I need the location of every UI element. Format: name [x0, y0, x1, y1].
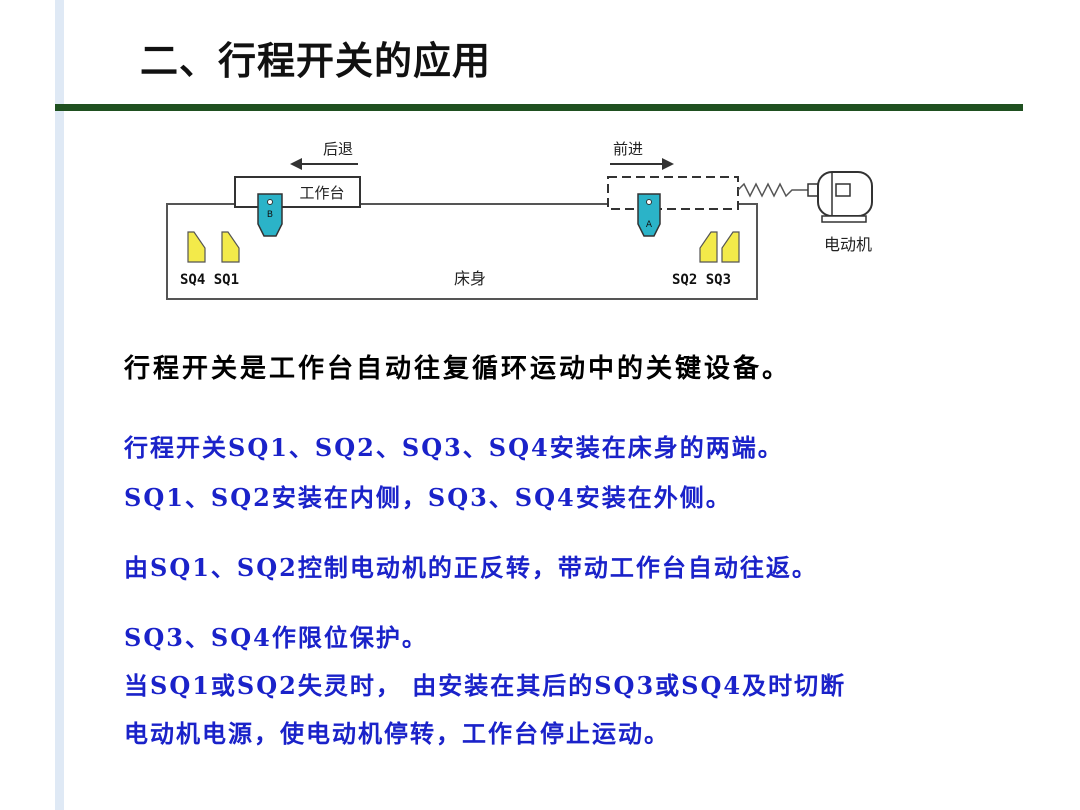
travel-switch-diagram: 工作台 后退 前进 B A SQ4 SQ1 SQ2 SQ3 床身 电动机	[166, 140, 873, 300]
title-underline	[55, 104, 1023, 111]
cam-block-b	[257, 193, 283, 237]
motor-label: 电动机	[824, 235, 872, 254]
text-line-6: 当SQ1或SQ2失灵时， 由安装在其后的SQ3或SQ4及时切断	[124, 671, 847, 700]
cam-block-a	[637, 193, 661, 237]
text-line-4: 由SQ1、SQ2控制电动机的正反转，带动工作台自动往返。	[124, 553, 818, 582]
switch-right-label: SQ2 SQ3	[672, 272, 731, 288]
switch-sq3	[721, 231, 740, 263]
page-title: 二、行程开关的应用	[140, 39, 492, 83]
backward-arrowhead	[290, 158, 302, 170]
switch-sq1	[221, 231, 240, 263]
text-line-1: 行程开关是工作台自动往复循环运动中的关键设备。	[124, 354, 792, 384]
forward-arrowhead	[662, 158, 674, 170]
text-line-7: 电动机电源，使电动机停转，工作台停止运动。	[124, 719, 670, 748]
worktable-left	[234, 176, 361, 208]
cam-a-pin	[646, 199, 652, 205]
switch-sq4	[187, 231, 206, 263]
cam-b-pin	[267, 199, 273, 205]
worktable-label: 工作台	[299, 184, 344, 202]
bed-label: 床身	[454, 269, 486, 288]
switch-sq2	[699, 231, 718, 263]
switch-left-label: SQ4 SQ1	[180, 272, 239, 288]
backward-label: 后退	[323, 140, 353, 158]
text-line-5: SQ3、SQ4作限位保护。	[124, 623, 428, 652]
text-line-3: SQ1、SQ2安装在内侧，SQ3、SQ4安装在外侧。	[124, 483, 732, 512]
text-line-2: 行程开关SQ1、SQ2、SQ3、SQ4安装在床身的两端。	[124, 433, 784, 462]
motor-icon	[807, 171, 873, 223]
cam-a-label: A	[646, 220, 653, 230]
screw-spring	[737, 182, 808, 198]
worktable-right-dashed	[607, 176, 739, 210]
cam-b-label: B	[267, 210, 273, 220]
left-accent-bar	[55, 0, 64, 810]
forward-label: 前进	[613, 140, 643, 158]
